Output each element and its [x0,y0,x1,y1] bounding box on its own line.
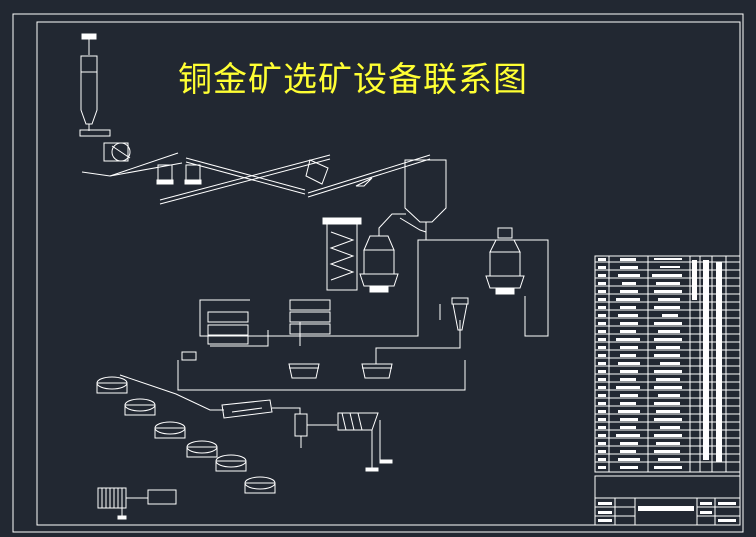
feed-bin [80,33,98,131]
leaching-tanks [96,374,276,494]
jaw-crusher [79,129,131,162]
equipment-table [594,255,741,473]
spiral-classifier [322,217,362,291]
title-block [594,475,741,526]
cone-crushers [156,159,329,185]
ball-mill-2 [485,227,525,295]
table-cell-marks [598,258,736,522]
outer-frame [12,13,744,533]
fine-ore-bin [399,159,447,233]
filter-press [97,487,177,520]
vacuum-filter [221,399,393,472]
drawing-title: 铜金矿选矿设备联系图 [178,60,528,100]
flotation-banks [181,299,331,361]
hydrocyclone [439,297,469,331]
ball-mill-1 [359,213,406,293]
thickeners [288,363,393,379]
belt-conveyors [81,152,431,205]
